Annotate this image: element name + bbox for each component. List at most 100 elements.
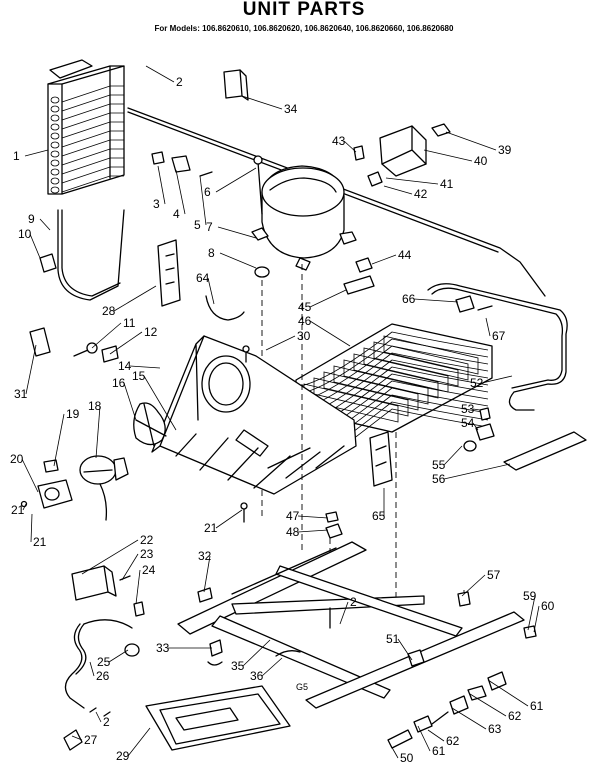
callout-leader-line (121, 553, 139, 581)
callout-number-50: 50 (400, 751, 414, 765)
callout-leader-line (215, 167, 257, 193)
evaporator-coil-part-1 (47, 59, 125, 195)
callout-number-53: 53 (461, 402, 475, 416)
callout-leader-line (265, 335, 296, 351)
callout-number-21: 21 (33, 535, 47, 549)
callout-leader-line (22, 503, 27, 511)
callout-leader-line (397, 638, 413, 661)
callout-leader-line (472, 408, 481, 411)
callout-number-46: 46 (298, 314, 312, 328)
callout-number-44: 44 (398, 248, 412, 262)
callout-number-11: 11 (123, 316, 136, 330)
callout-leader-line (443, 463, 511, 480)
callout-leader-line (487, 679, 529, 707)
callout-leader-line (89, 661, 95, 677)
fan-shroud-base-part-14 (151, 335, 357, 495)
callout-number-51: 51 (386, 632, 400, 646)
callout-number-23: 23 (140, 547, 154, 561)
callout-leader-line (203, 555, 211, 593)
callout-leader-line (423, 149, 473, 162)
callout-number-5: 5 (194, 218, 201, 232)
callout-number-55: 55 (432, 458, 446, 472)
callout-number-19: 19 (66, 407, 80, 421)
callout-leader-line (242, 639, 271, 667)
callout-number-15: 15 (132, 369, 146, 383)
callout-number-16: 16 (112, 376, 126, 390)
callout-number-33: 33 (156, 641, 170, 655)
callout-leader-line (413, 298, 459, 303)
callout-leader-line (108, 649, 129, 663)
callout-leader-line (451, 707, 487, 730)
callout-leader-line (127, 727, 151, 757)
model-numbers: For Models: 106.8620610, 106.8620620, 10… (155, 24, 454, 33)
callout-leader-line (385, 177, 439, 185)
callout-number-29: 29 (116, 749, 130, 763)
callout-leader-line (207, 277, 215, 305)
callout-leader-line (309, 289, 347, 308)
callout-number-59: 59 (523, 589, 537, 603)
callout-number-9: 9 (28, 212, 35, 226)
callout-number-39: 39 (498, 143, 512, 157)
diagram-title: UNIT PARTS (243, 0, 366, 20)
callout-leader-line (71, 735, 83, 741)
callout-number-21: 21 (204, 521, 218, 535)
callout-number-28: 28 (102, 304, 116, 318)
callout-number-4: 4 (173, 207, 180, 221)
callout-leader-line (371, 254, 397, 265)
callout-leader-line (533, 605, 540, 633)
callout-number-45: 45 (298, 300, 312, 314)
callout-leader-line (485, 317, 491, 337)
callout-leader-line (343, 140, 357, 153)
callout-leader-line (30, 513, 33, 543)
callout-number-62: 62 (446, 734, 460, 748)
callout-number-30: 30 (297, 329, 311, 343)
callout-number-48: 48 (286, 525, 300, 539)
callout-number-61: 61 (530, 699, 544, 713)
callout-number-54: 54 (461, 416, 475, 430)
callout-leader-line (309, 320, 351, 347)
callout-number-6: 6 (204, 185, 211, 199)
callout-leader-line (123, 382, 137, 421)
callout-number-18: 18 (88, 399, 102, 413)
callout-leader-line (417, 725, 431, 752)
callout-number-47: 47 (286, 509, 300, 523)
callout-leader-line (95, 405, 101, 459)
fan-motor-part-18 (79, 455, 129, 521)
callout-leader-line (339, 601, 349, 625)
callout-number-40: 40 (474, 154, 488, 168)
callout-leader-line (445, 131, 497, 151)
callout-leader-line (53, 413, 65, 467)
callout-number-52: 52 (470, 376, 484, 390)
callout-leader-line (297, 529, 329, 533)
callout-leader-line (219, 252, 257, 269)
callout-leader-line (135, 569, 141, 605)
callout-number-1: 1 (13, 149, 20, 163)
compressor-part-7 (251, 165, 357, 271)
base-frame-rails (177, 541, 525, 709)
callout-number-42: 42 (414, 187, 428, 201)
callout-number-21: 21 (11, 503, 25, 517)
callout-number-65: 65 (372, 509, 386, 523)
callout-number-60: 60 (541, 599, 555, 613)
callout-leader-line (29, 233, 41, 259)
callout-leader-line (217, 226, 257, 239)
callout-number-2: 2 (103, 715, 110, 729)
callout-number-2: 2 (176, 75, 183, 89)
callout-leader-line (427, 729, 445, 742)
part-34-shape (223, 69, 243, 99)
callout-leader-line (113, 285, 157, 312)
callout-number-31: 31 (14, 387, 28, 401)
callout-number-32: 32 (198, 549, 212, 563)
callout-leader-line (199, 175, 207, 226)
callout-number-62: 62 (508, 709, 522, 723)
callout-number-14: 14 (118, 359, 132, 373)
callout-leader-line (389, 743, 399, 759)
callout-leader-line (175, 169, 186, 215)
callout-leader-line (145, 65, 175, 83)
callout-number-63: 63 (488, 722, 502, 736)
callout-number-56: 56 (432, 472, 446, 486)
callout-labels: 1234567891011121415161819202121212223242… (10, 75, 555, 765)
callout-leader-line (261, 657, 283, 677)
callout-number-41: 41 (440, 177, 454, 191)
callout-number-2: 2 (350, 595, 357, 609)
